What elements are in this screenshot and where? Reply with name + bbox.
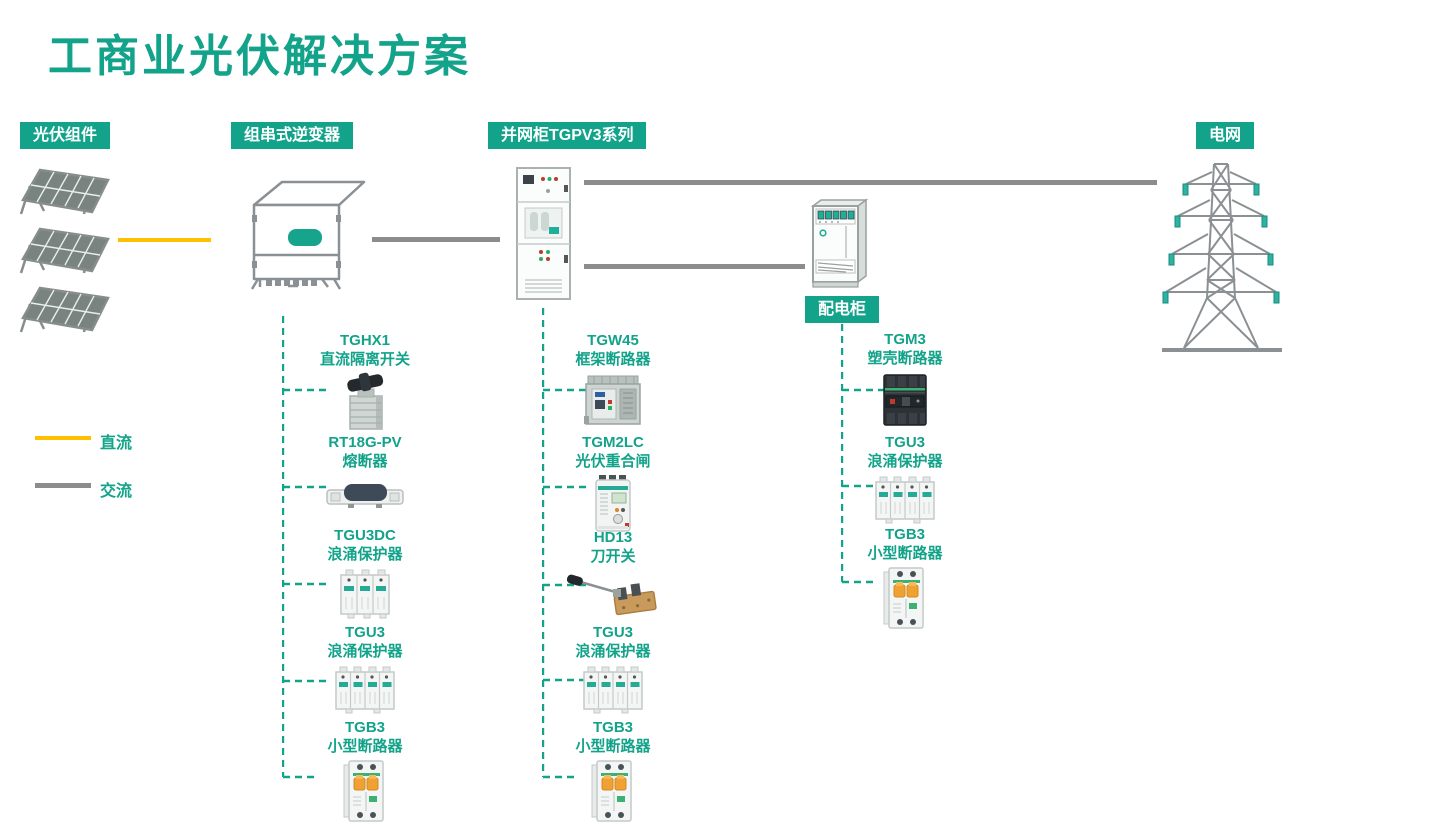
component-item-tgu3: TGU3 浪涌保护器 — [299, 623, 431, 716]
component-item-rt18g: RT18G-PV 熔断器 — [299, 433, 431, 511]
solar-panel-array — [14, 162, 114, 334]
component-model: TGM2LC — [582, 434, 644, 451]
component-item-tgw45: TGW45 框架断路器 — [547, 331, 679, 430]
legend-ac-label: 交流 — [100, 483, 133, 500]
component-desc: 小型断路器 — [327, 738, 403, 755]
component-desc: 小型断路器 — [867, 545, 943, 562]
ac-line-inverter-to-cabinet — [372, 237, 500, 242]
component-desc: 框架断路器 — [575, 351, 651, 368]
legend-dc-label: 直流 — [100, 435, 133, 452]
distribution-cabinet — [806, 196, 870, 294]
tag-string-inverter: 组串式逆变器 — [231, 122, 354, 149]
surge-protector-4p-icon — [547, 664, 679, 716]
solar-panel-icon — [19, 168, 110, 215]
component-model: TGW45 — [587, 332, 639, 349]
page-title: 工商业光伏解决方案 — [48, 32, 471, 81]
component-item-tgu3: TGU3 浪涌保护器 — [839, 433, 971, 526]
transmission-tower — [1150, 156, 1294, 356]
component-item-hd13: HD13 刀开关 — [547, 528, 679, 618]
component-desc: 熔断器 — [342, 453, 388, 470]
dc-line-pv-to-inverter — [118, 238, 211, 242]
component-model: TGHX1 — [339, 332, 390, 349]
component-desc: 小型断路器 — [575, 738, 651, 755]
solar-panel-icon — [19, 227, 110, 274]
molded-case-breaker-icon — [839, 371, 971, 429]
component-item-tgu3: TGU3 浪涌保护器 — [547, 623, 679, 716]
component-model: TGU3DC — [334, 527, 396, 544]
ac-line-cabinet-to-distribution — [584, 264, 805, 269]
legend-ac-swatch — [35, 483, 91, 488]
component-desc: 浪涌保护器 — [327, 546, 403, 563]
component-desc: 直流隔离开关 — [319, 351, 410, 368]
surge-protector-4p-icon — [839, 474, 971, 526]
fuse-icon — [299, 481, 431, 511]
component-desc: 浪涌保护器 — [575, 643, 651, 660]
mini-circuit-breaker-icon — [839, 566, 971, 630]
component-item-tgb3: TGB3 小型断路器 — [299, 718, 431, 823]
component-item-tghx1: TGHX1 直流隔离开关 — [299, 331, 431, 432]
surge-protector-4p-icon — [299, 664, 431, 716]
mini-circuit-breaker-icon — [547, 759, 679, 823]
power-grid-tower-icon — [1162, 163, 1282, 352]
legend-dc-swatch — [35, 436, 91, 440]
grid-cabinet-icon — [516, 167, 571, 300]
component-model: RT18G-PV — [328, 434, 402, 451]
air-circuit-breaker-icon — [547, 372, 679, 430]
mini-circuit-breaker-icon — [299, 759, 431, 823]
component-model: TGM3 — [884, 331, 926, 348]
component-item-tgm2lc: TGM2LC 光伏重合闸 — [547, 433, 679, 534]
component-model: TGU3 — [592, 624, 633, 641]
component-item-tgb3: TGB3 小型断路器 — [839, 525, 971, 630]
component-item-tgm3: TGM3 塑壳断路器 — [839, 330, 971, 429]
component-desc: 浪涌保护器 — [327, 643, 403, 660]
knife-switch-icon — [547, 572, 679, 618]
tag-grid-cabinet: 并网柜TGPV3系列 — [488, 122, 647, 149]
ac-line-cabinet-to-grid — [584, 180, 1157, 185]
component-model: TGB3 — [884, 526, 925, 543]
tag-power-grid: 电网 — [1196, 122, 1255, 149]
component-model: TGB3 — [344, 719, 385, 736]
component-desc: 塑壳断路器 — [867, 350, 943, 367]
inverter-chain-bracket — [282, 316, 328, 779]
string-inverter-unit — [236, 175, 368, 307]
solar-panel-icon — [19, 286, 110, 333]
component-model: TGB3 — [592, 719, 633, 736]
component-desc: 光伏重合闸 — [575, 453, 651, 470]
tag-distribution-cabinet: 配电柜 — [805, 296, 880, 323]
inverter-icon — [250, 180, 366, 290]
surge-protector-3p-icon — [299, 567, 431, 621]
component-item-tgu3dc: TGU3DC 浪涌保护器 — [299, 526, 431, 621]
pv-recloser-icon — [547, 474, 679, 534]
component-model: TGU3 — [884, 434, 925, 451]
component-desc: 浪涌保护器 — [867, 453, 943, 470]
grid-connection-cabinet — [514, 165, 574, 303]
distribution-cabinet-icon — [810, 198, 869, 288]
tag-pv-modules: 光伏组件 — [20, 122, 111, 149]
component-item-tgb3: TGB3 小型断路器 — [547, 718, 679, 823]
component-model: HD13 — [593, 529, 633, 546]
component-model: TGU3 — [344, 624, 385, 641]
component-desc: 刀开关 — [590, 548, 636, 565]
rotary-isolator-icon — [299, 372, 431, 432]
